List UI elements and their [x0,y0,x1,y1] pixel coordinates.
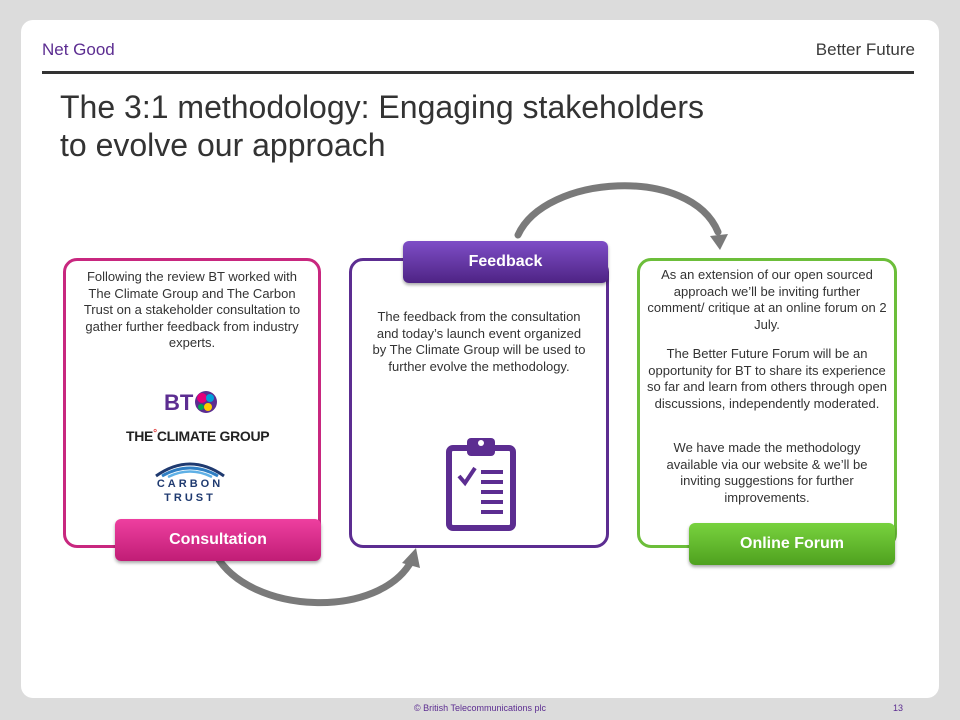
carbon-trust-carbon: CARBON [156,478,224,490]
bt-logo: BT [164,388,224,418]
curved-arrow-icon [514,182,722,239]
online-forum-paragraph-1: As an extension of our open sourced appr… [647,267,887,332]
bt-logo-text: BT [164,390,194,415]
curved-arrow-head-top [710,234,728,250]
header-right-label: Better Future [815,40,915,59]
online-forum-tab: Online Forum [689,523,895,565]
climate-group-name: CLIMATE GROUP [156,428,270,444]
online-forum-panel [637,258,897,548]
consultation-tab: Consultation [115,519,321,561]
curved-arrow-head-bottom [402,548,420,568]
page-number: 13 [893,703,904,713]
slide-title-line-2: to evolve our approach [60,127,386,163]
slide-title: The 3:1 methodology: Engaging stakeholde… [60,88,880,164]
curved-arrow-icon [212,551,416,607]
header-divider [42,71,914,74]
header-left-label: Net Good [42,40,115,59]
bt-globe-icon [195,391,217,413]
carbon-trust-arc-icon [155,462,225,478]
clipboard-checklist-icon [446,438,516,531]
online-forum-paragraph-2: The Better Future Forum will be an oppor… [647,346,887,411]
consultation-text: Following the review BT worked with The … [83,269,301,350]
feedback-panel [349,258,609,548]
slide-title-line-1: The 3:1 methodology: Engaging stakeholde… [60,89,704,125]
feedback-text: The feedback from the consultation and t… [372,309,586,374]
consultation-panel [63,258,321,548]
carbon-trust-trust: TRUST [164,492,216,504]
carbon-trust-logo: CARBON TRUST [150,458,230,510]
climate-group-logo: THE°CLIMATE GROUP [126,428,270,444]
footer-copyright: © British Telecommunications plc [413,703,547,713]
feedback-tab: Feedback [403,241,608,283]
climate-group-prefix: THE [126,428,154,444]
online-forum-paragraph-3: We have made the methodology available v… [666,440,868,505]
